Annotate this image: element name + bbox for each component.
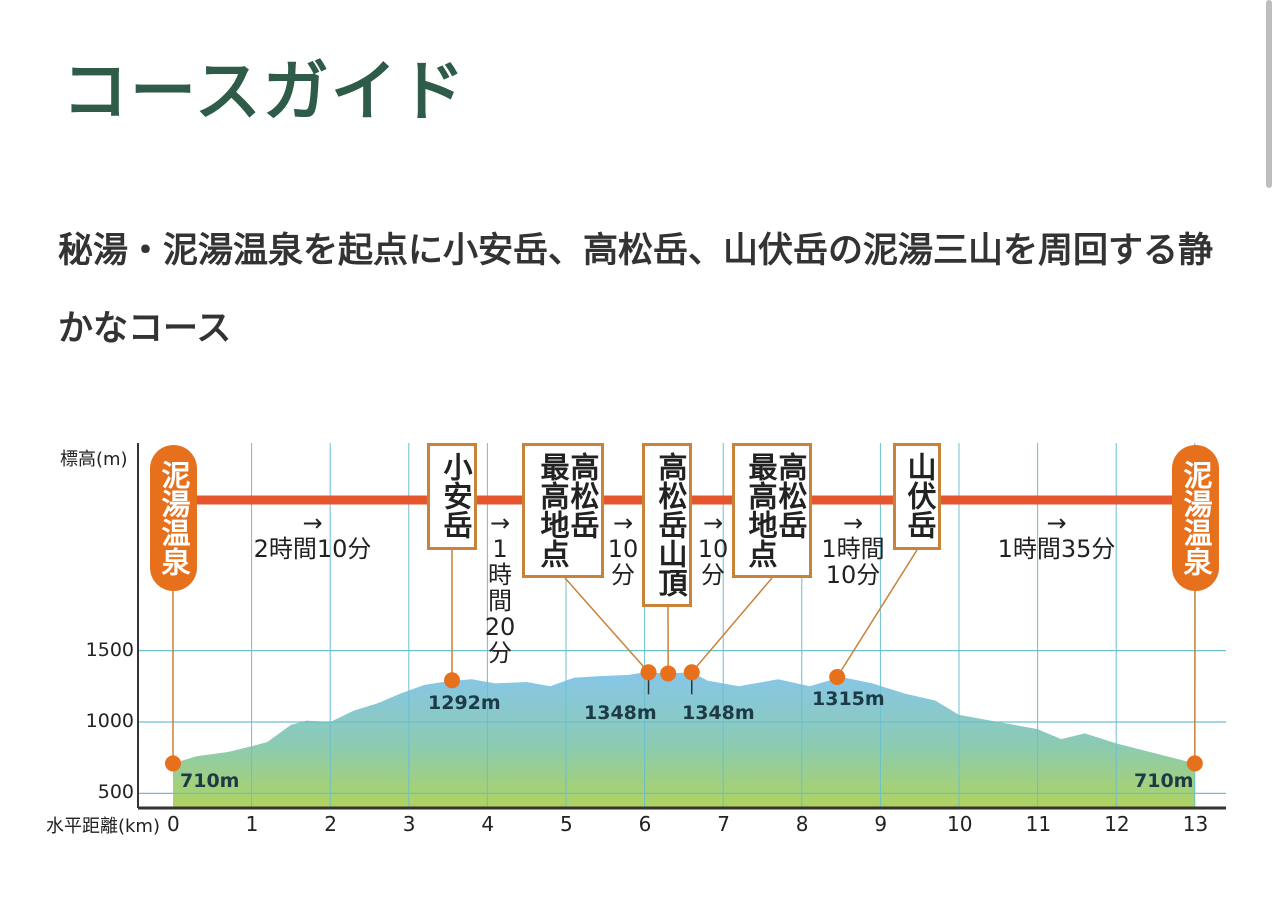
summit-label: 高松岳 最高地点 (732, 443, 812, 578)
elevation-label: 1348m (584, 702, 657, 724)
waypoint-marker (1186, 755, 1203, 772)
x-tick-label: 0 (167, 812, 180, 836)
waypoint-marker (683, 664, 700, 681)
summit-label: 高松岳山頂 (642, 443, 692, 607)
segment-time-text: 時 (488, 561, 512, 589)
arrow-icon: → (489, 509, 511, 537)
x-axis-label: 水平距離(km) (45, 816, 160, 837)
arrow-icon: → (702, 509, 724, 537)
segment-time-text: 10 (607, 535, 639, 563)
arrow-icon: → (612, 509, 634, 537)
arrow-icon: → (302, 509, 323, 537)
segment-time-text: 10 (697, 535, 729, 563)
segment-time-text: 2時間10分 (253, 535, 372, 563)
x-tick-label: 11 (1025, 812, 1052, 836)
y-tick-label: 1500 (85, 638, 134, 661)
segment-time-text: 20 (484, 613, 516, 641)
segment-time-text: 分 (611, 561, 635, 589)
summit-label: 山伏岳 (893, 443, 941, 550)
y-tick-label: 500 (97, 781, 134, 804)
x-tick-label: 5 (560, 812, 573, 836)
segment-time-text: 1 (492, 535, 508, 563)
leader-line (691, 577, 773, 673)
x-tick-label: 3 (402, 812, 416, 836)
x-tick-label: 10 (947, 812, 973, 836)
trailhead-label: 泥湯温泉 (150, 445, 197, 591)
elevation-label: 1348m (682, 702, 755, 724)
x-tick-label: 12 (1104, 812, 1130, 836)
x-tick-label: 2 (324, 812, 337, 836)
elevation-label: 1315m (812, 688, 885, 710)
summit-label: 高松岳 最高地点 (522, 443, 604, 578)
elevation-area (173, 672, 1195, 808)
arrow-icon: → (842, 509, 864, 537)
segment-time-text: 間 (488, 587, 512, 615)
x-tick-label: 13 (1182, 812, 1209, 836)
segment-time-text: 1時間 (821, 535, 885, 563)
scrollbar[interactable] (1266, 0, 1272, 188)
waypoint-marker (444, 672, 461, 689)
x-tick-label: 4 (481, 812, 495, 836)
x-tick-label: 6 (638, 812, 652, 836)
trailhead-label: 泥湯温泉 (1172, 445, 1219, 591)
leader-line (564, 577, 650, 673)
y-axis-label: 標高(m) (60, 449, 128, 470)
waypoint-marker (660, 665, 677, 682)
waypoint-marker (640, 664, 657, 681)
summit-label: 小安岳 (427, 443, 477, 550)
segment-time-text: 1時間35分 (997, 535, 1116, 563)
x-tick-label: 9 (874, 812, 888, 836)
course-description: 秘湯・泥湯温泉を起点に小安岳、高松岳、山伏岳の泥湯三山を周回する静かなコース (58, 231, 1214, 349)
elevation-label: 710m (180, 770, 240, 792)
y-tick-label: 1000 (85, 710, 134, 732)
segment-time: →1時間35分 (984, 510, 1129, 562)
elevation-label: 710m (1134, 770, 1194, 792)
waypoint-marker (829, 669, 846, 686)
x-tick-label: 8 (795, 812, 809, 836)
leader-line (836, 549, 918, 678)
x-tick-label: 1 (245, 812, 259, 836)
segment-time-text: 分 (701, 561, 725, 589)
waypoint-marker (165, 755, 181, 772)
x-tick-label: 7 (717, 812, 730, 836)
segment-time: →2時間10分 (240, 510, 385, 562)
segment-time-text: 分 (488, 639, 512, 667)
elevation-label: 1292m (428, 692, 501, 714)
page-title: コースガイド (62, 53, 467, 130)
arrow-icon: → (1046, 509, 1067, 537)
segment-time-text: 10分 (825, 561, 881, 589)
